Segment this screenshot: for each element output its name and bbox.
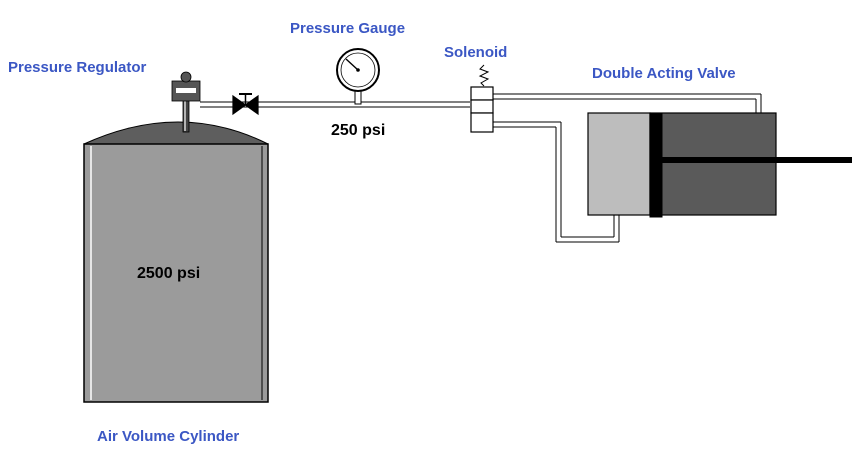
output-line-lower — [493, 121, 620, 243]
shutoff-valve — [232, 93, 259, 116]
tank-pressure-value: 2500 psi — [137, 265, 200, 282]
solenoid — [470, 64, 494, 133]
actuator-chamber-left — [587, 112, 651, 216]
actuator-chamber-right — [649, 112, 777, 216]
regulator-knob — [180, 71, 192, 83]
pressure-regulator-label: Pressure Regulator — [8, 59, 147, 76]
solenoid-block-3 — [470, 112, 494, 133]
tank-body — [83, 143, 269, 403]
regulator-stem — [182, 99, 190, 133]
air-volume-cylinder-label: Air Volume Cylinder — [97, 428, 239, 445]
pressure-gauge — [336, 48, 380, 105]
solenoid-label: Solenoid — [444, 44, 507, 61]
double-acting-valve-label: Double Acting Valve — [592, 65, 736, 82]
pressure-regulator — [171, 71, 201, 133]
double-acting-valve — [587, 112, 852, 218]
air-volume-cylinder — [83, 121, 269, 403]
piston — [649, 112, 663, 218]
gauge-needle — [345, 58, 359, 71]
line-pressure-value: 250 psi — [331, 122, 385, 139]
pressure-gauge-label: Pressure Gauge — [290, 20, 405, 37]
solenoid-spring-icon — [478, 64, 490, 87]
regulator-slot — [176, 88, 196, 93]
piston-rod — [662, 157, 852, 163]
tank-dome — [83, 121, 269, 145]
solenoid-block-2 — [470, 99, 494, 114]
solenoid-block-1 — [470, 86, 494, 101]
output-line-upper — [493, 93, 762, 113]
